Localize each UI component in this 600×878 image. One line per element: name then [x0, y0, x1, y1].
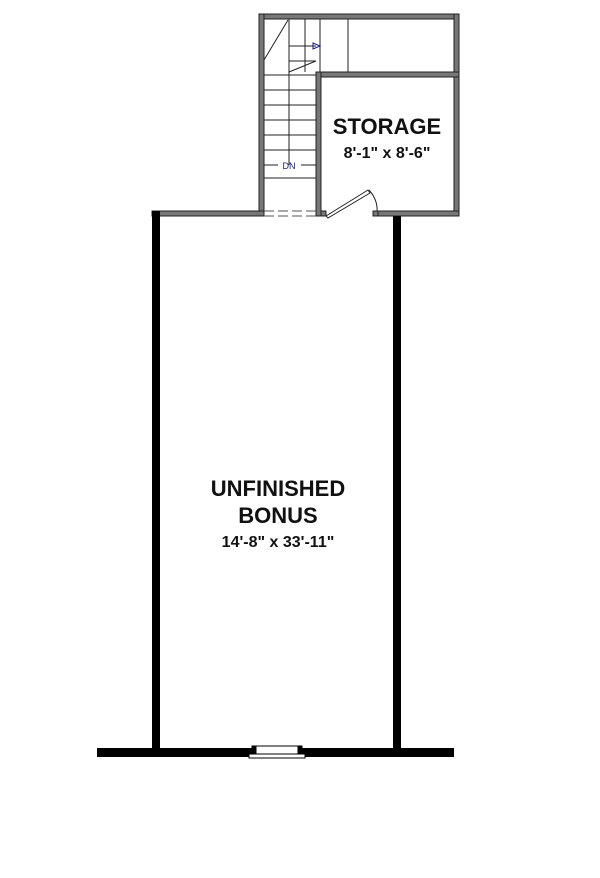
window — [248, 745, 306, 759]
stair-opening — [264, 210, 316, 217]
storage-dimensions: 8'-1" x 8'-6" — [344, 145, 431, 162]
staircase — [263, 19, 349, 179]
bonus-dimensions: 14'-8" x 33'-11" — [222, 534, 335, 551]
bonus-label-line1: UNFINISHED — [211, 476, 345, 501]
stair-direction-label: DN — [283, 161, 296, 171]
upper-walls — [151, 13, 460, 217]
storage-door[interactable] — [325, 189, 379, 219]
bonus-label-line2: BONUS — [238, 503, 317, 528]
storage-label: STORAGE — [333, 114, 441, 139]
bonus-walls — [97, 211, 454, 757]
